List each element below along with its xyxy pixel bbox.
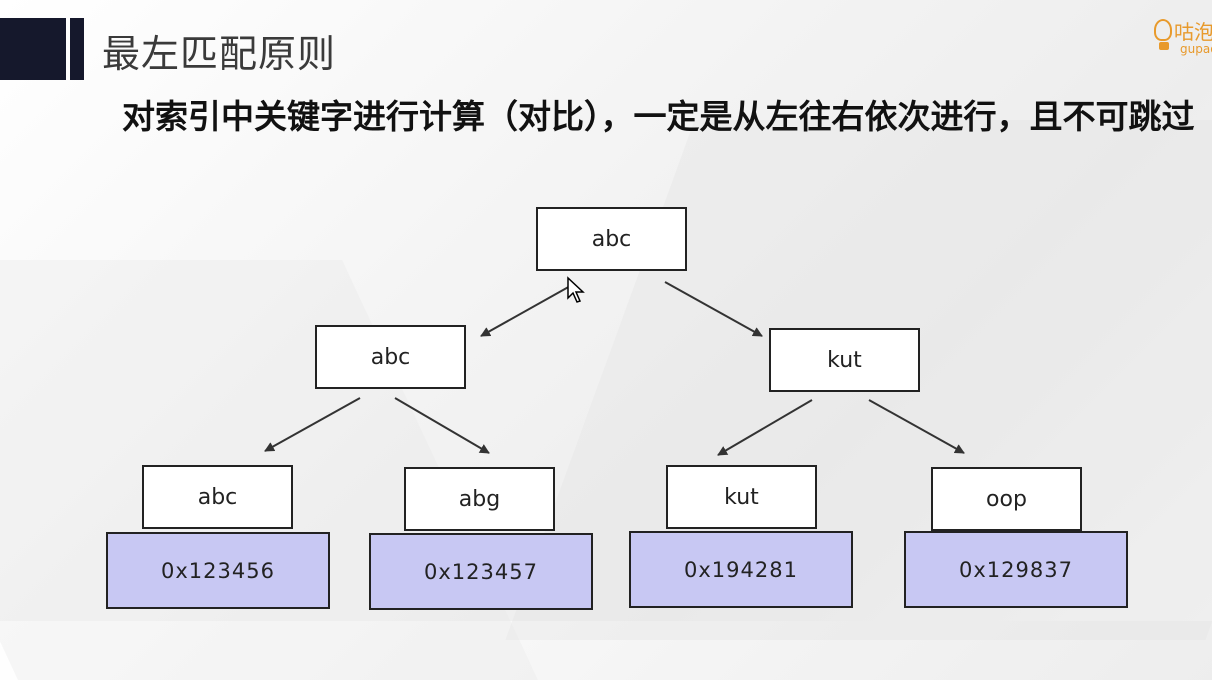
edge-root-right xyxy=(664,281,763,337)
edge-left-right xyxy=(394,397,490,454)
tree-node-level2-left: abc xyxy=(315,325,466,389)
mouse-cursor-icon xyxy=(567,276,585,303)
title-accent-bar xyxy=(0,18,66,80)
lightbulb-base xyxy=(1159,42,1169,50)
tree-leaf-key: abc xyxy=(142,465,293,529)
title-accent-stripe xyxy=(70,18,84,80)
slide-body-text: 对索引中关键字进行计算（对比），一定是从左往右依次进行，且不可跳过 xyxy=(122,97,1195,136)
tree-leaf-address: 0x129837 xyxy=(904,531,1128,608)
tree-edges xyxy=(264,281,965,456)
tree-leaf-key: kut xyxy=(666,465,817,529)
tree-leaf-key: abg xyxy=(404,467,555,531)
edge-root-left xyxy=(480,284,573,337)
tree-leaf-address: 0x194281 xyxy=(629,531,853,608)
brand-logo: 咕泡 gupao xyxy=(1150,16,1212,60)
tree-node-root: abc xyxy=(536,207,687,271)
tree-leaf-address: 0x123456 xyxy=(106,532,330,609)
edge-right-right xyxy=(868,399,965,454)
tree-leaf-key: oop xyxy=(931,467,1082,531)
logo-en-text: gupao xyxy=(1180,42,1212,56)
tree-leaf-address: 0x123457 xyxy=(369,533,593,610)
slide-title: 最左匹配原则 xyxy=(102,32,337,76)
tree-node-level2-right: kut xyxy=(769,328,920,392)
edge-left-left xyxy=(264,397,361,452)
edge-right-left xyxy=(717,399,813,456)
lightbulb-icon xyxy=(1154,19,1172,41)
logo-cn-text: 咕泡 xyxy=(1174,20,1212,44)
